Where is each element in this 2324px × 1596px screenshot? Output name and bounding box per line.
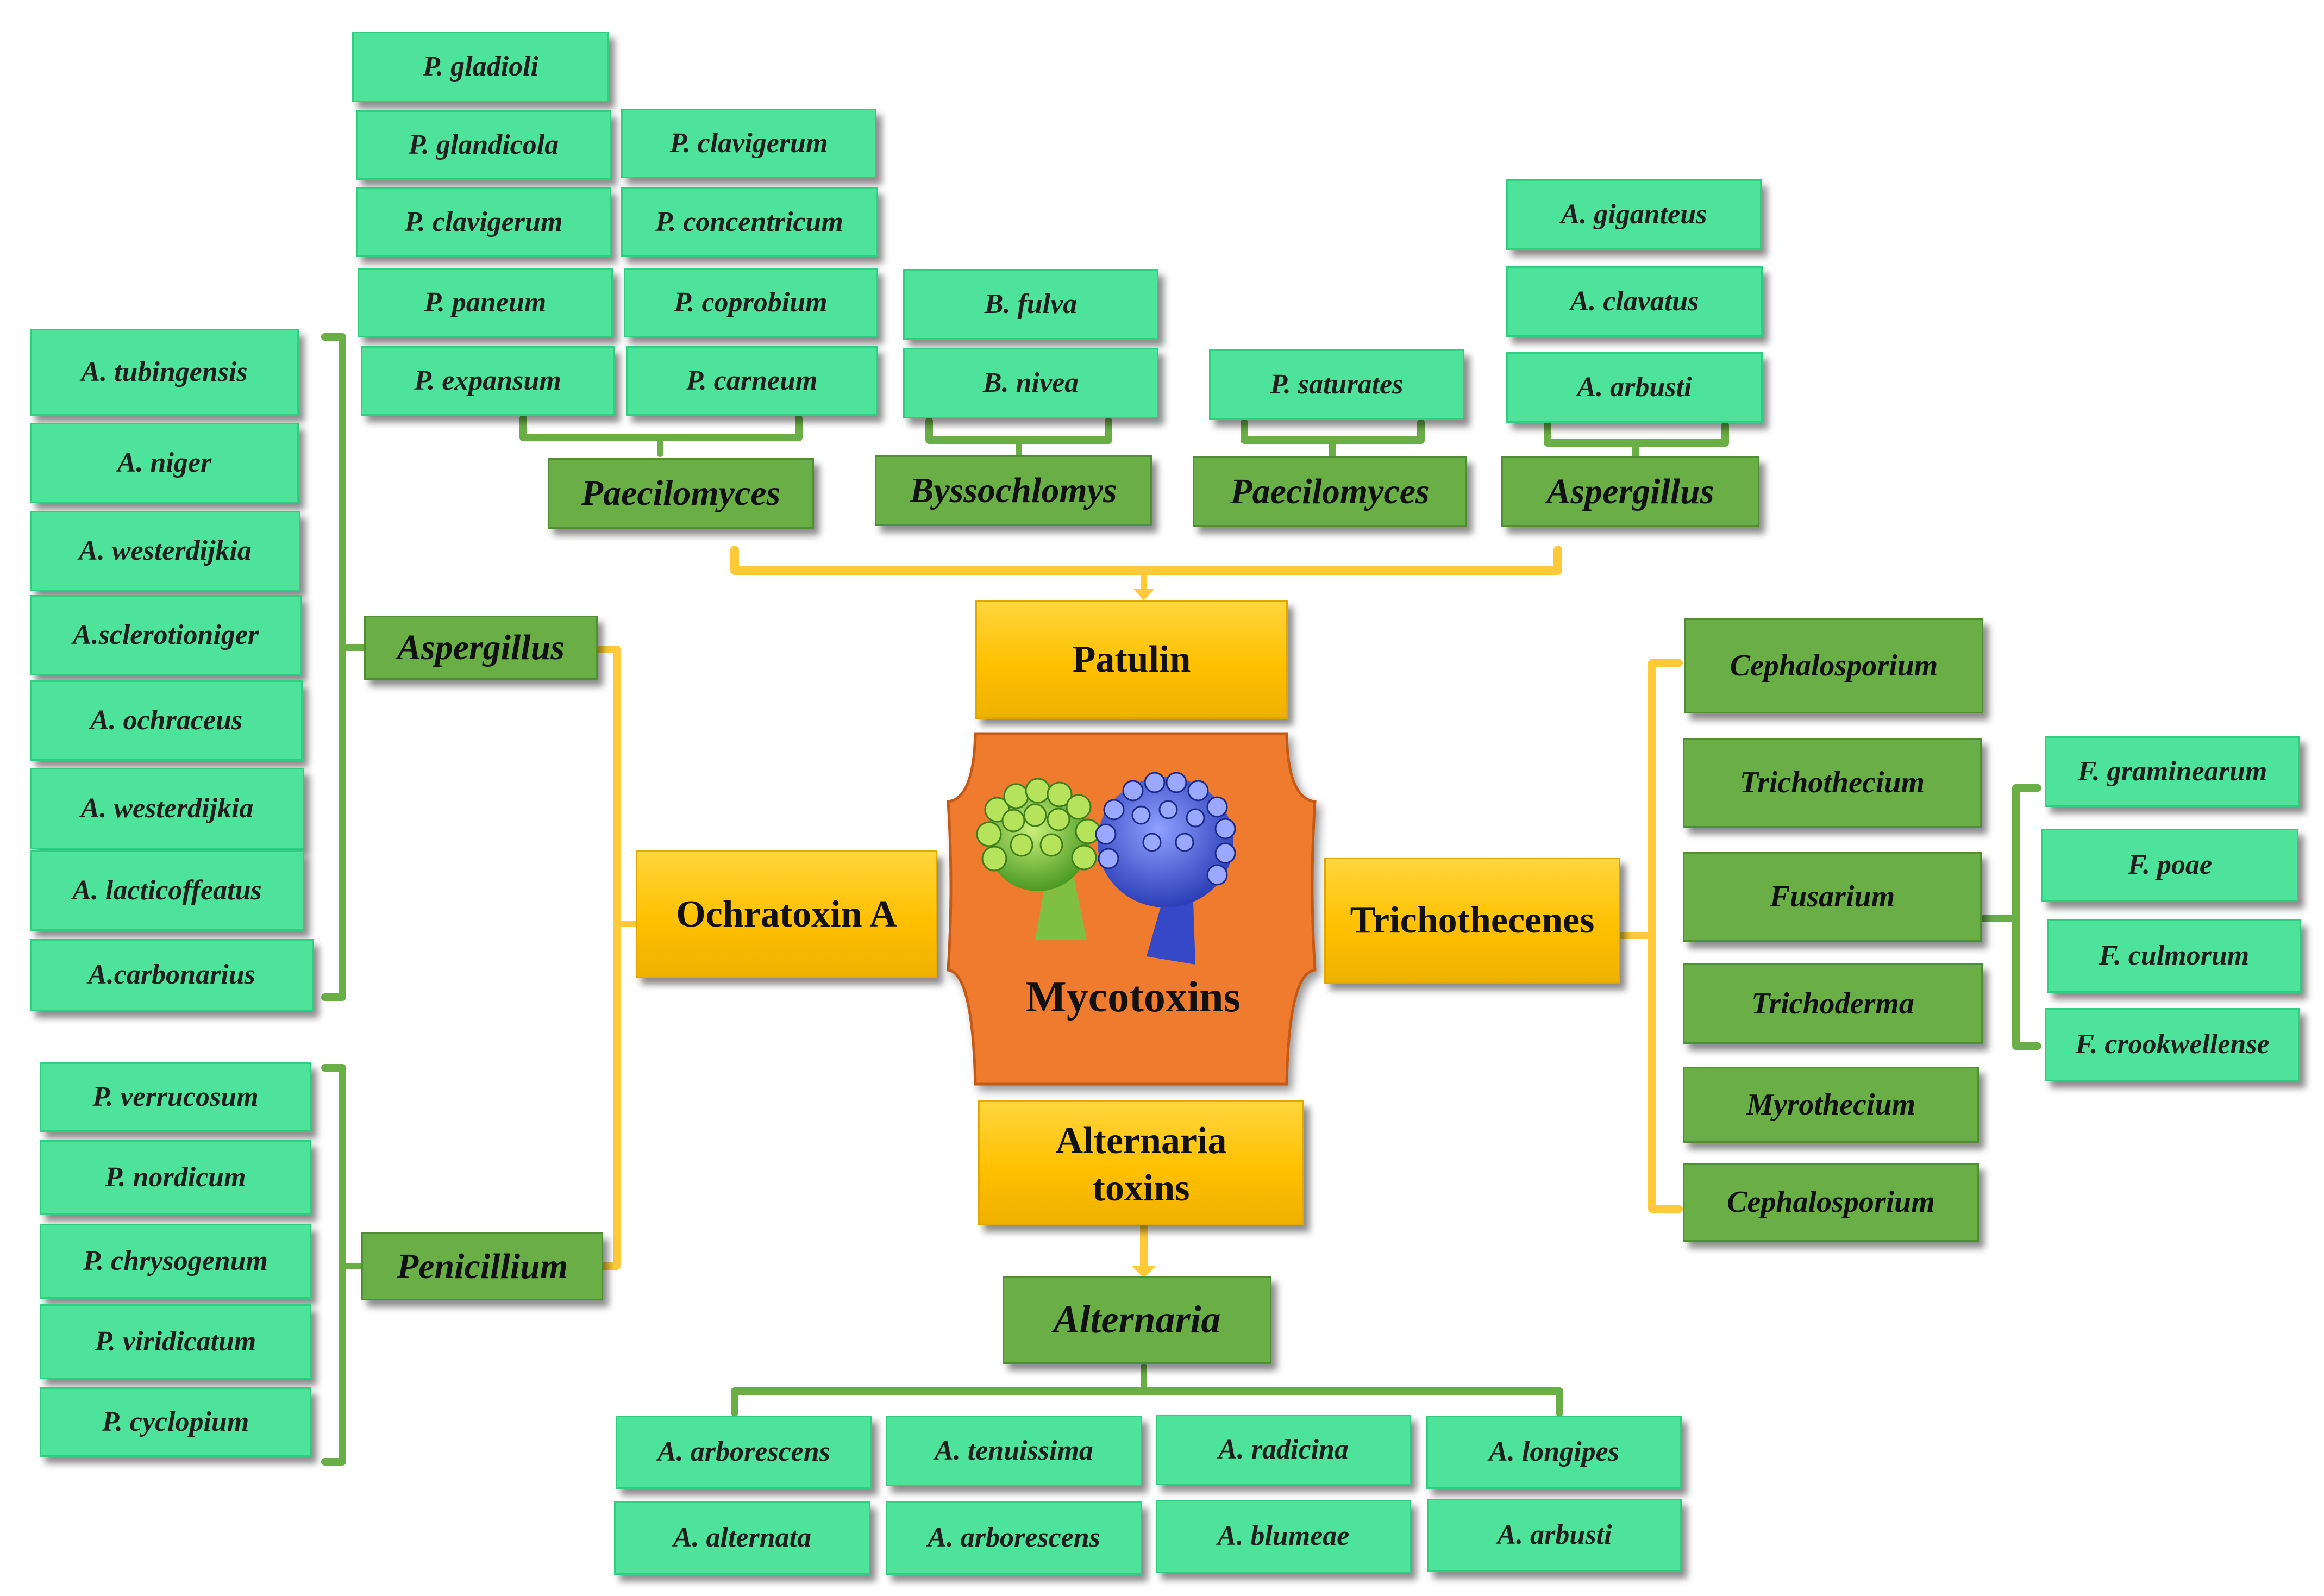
species-a-arborescens: A. arborescens <box>616 1416 872 1489</box>
species-a-arborescens-2: A. arborescens <box>886 1501 1142 1575</box>
toxin-ochratoxin-a: Ochratoxin A <box>636 850 937 978</box>
bracket-patulin <box>730 546 1562 575</box>
species-f-crookwellense: F. crookwellense <box>2045 1008 2300 1081</box>
toxin-patulin: Patulin <box>975 600 1288 719</box>
genus-aspergillus-ochratoxin: Aspergillus <box>364 616 598 680</box>
species-a-arbusti: A. arbusti <box>1506 352 1763 423</box>
genus-cephalosporium-2: Cephalosporium <box>1683 1163 1979 1242</box>
genus-byssochlomys: Byssochlomys <box>875 455 1152 526</box>
species-a-lacticoffeatus: A. lacticoffeatus <box>30 850 304 931</box>
species-p-gladioli: P. gladioli <box>352 32 609 102</box>
species-p-saturates: P. saturates <box>1209 349 1464 420</box>
species-a-ochraceus: A. ochraceus <box>30 680 303 761</box>
species-p-nordicum: P. nordicum <box>40 1140 311 1215</box>
species-a-sclerotioniger: A.sclerotioniger <box>30 595 302 675</box>
species-a-radicina: A. radicina <box>1156 1415 1411 1485</box>
bracket-aspergillus-species <box>321 333 346 1001</box>
center-title: Mycotoxins <box>1025 973 1241 1021</box>
species-a-niger: A. niger <box>30 423 299 503</box>
species-a-blumeae: A. blumeae <box>1156 1500 1411 1573</box>
species-a-giganteus: A. giganteus <box>1506 179 1762 250</box>
bracket-trichothecenes <box>1648 659 1683 1213</box>
species-a-arbusti-2: A. arbusti <box>1427 1499 1682 1572</box>
arrowhead-patulin <box>1133 589 1155 600</box>
genus-alternaria: Alternaria <box>1003 1276 1271 1364</box>
species-a-carbonarius: A.carbonarius <box>30 939 314 1011</box>
species-a-alternata: A. alternata <box>614 1501 870 1575</box>
species-p-clavigerum-2: P. clavigerum <box>621 109 876 178</box>
bracket-fusarium-species <box>2012 784 2041 1050</box>
genus-trichoderma: Trichoderma <box>1683 963 1983 1044</box>
green-conidiophore-illustration <box>976 778 1101 940</box>
genus-paecilomyces-2: Paecilomyces <box>1193 456 1467 527</box>
genus-trichothecium: Trichothecium <box>1683 738 1982 828</box>
bracket-ochratoxin <box>597 646 621 1270</box>
species-p-coprobium: P. coprobium <box>624 268 878 337</box>
species-a-westerdijkia-2: A. westerdijkia <box>30 768 304 849</box>
species-p-concentricum: P. concentricum <box>621 187 878 257</box>
arrowhead-alternaria <box>1132 1266 1156 1278</box>
blue-conidiophore-illustration <box>1095 772 1236 965</box>
bracket-alternaria-species <box>731 1387 1563 1417</box>
species-a-tubingensis: A. tubingensis <box>30 329 299 416</box>
genus-fusarium: Fusarium <box>1683 852 1982 942</box>
species-p-cyclopium: P. cyclopium <box>40 1387 311 1457</box>
species-p-paneum: P. paneum <box>358 268 613 337</box>
species-p-glandicola: P. glandicola <box>356 110 611 180</box>
species-p-chrysogenum: P. chrysogenum <box>40 1224 311 1299</box>
species-p-carneum: P. carneum <box>626 346 878 416</box>
species-p-expansum: P. expansum <box>361 346 615 416</box>
species-b-nivea: B. nivea <box>903 348 1158 418</box>
genus-aspergillus-patulin: Aspergillus <box>1501 456 1759 527</box>
genus-cephalosporium: Cephalosporium <box>1684 618 1983 713</box>
species-f-culmorum: F. culmorum <box>2047 919 2301 993</box>
species-p-clavigerum: P. clavigerum <box>356 187 611 257</box>
species-a-westerdijkia: A. westerdijkia <box>30 511 300 591</box>
species-b-fulva: B. fulva <box>903 269 1158 340</box>
genus-paecilomyces: Paecilomyces <box>548 458 814 529</box>
genus-myrothecium: Myrothecium <box>1683 1067 1979 1143</box>
species-f-poae: F. poae <box>2041 829 2298 902</box>
species-f-graminearum: F. graminearum <box>2045 736 2300 807</box>
species-a-longipes: A. longipes <box>1426 1416 1682 1489</box>
species-a-clavatus: A. clavatus <box>1506 266 1763 337</box>
toxin-alternaria: Alternaria toxins <box>978 1100 1304 1225</box>
species-a-tenuissima: A. tenuissima <box>886 1416 1142 1486</box>
genus-penicillium: Penicillium <box>361 1232 603 1300</box>
species-p-verrucosum: P. verrucosum <box>40 1062 311 1132</box>
species-p-viridicatum: P. viridicatum <box>40 1304 311 1379</box>
toxin-trichothecenes: Trichothecenes <box>1324 858 1620 984</box>
